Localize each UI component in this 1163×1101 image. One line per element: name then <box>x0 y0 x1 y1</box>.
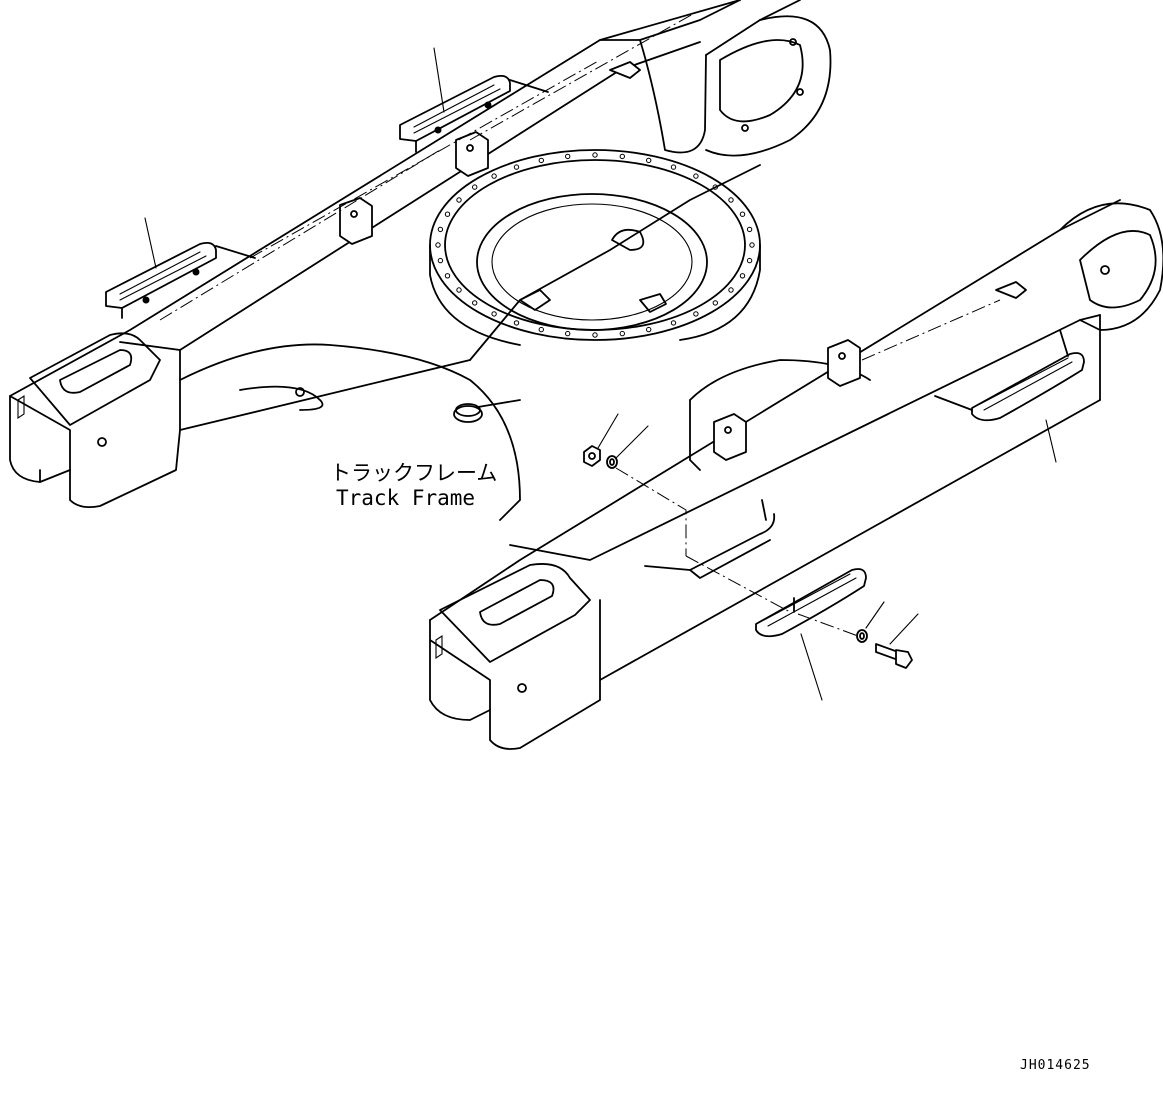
bolt-hole <box>670 320 677 326</box>
bolt-hole-pattern <box>435 152 755 338</box>
bolt-hole <box>749 242 755 248</box>
bolt-hole <box>565 153 571 160</box>
bolt-hole <box>538 326 544 333</box>
bolt-hole <box>693 311 699 317</box>
bolt-hole <box>437 226 444 233</box>
bolt-hole <box>437 257 444 264</box>
bolt-hole <box>513 164 520 170</box>
step-right <box>934 329 1085 422</box>
bolt-hole <box>472 184 478 190</box>
bolt-hole <box>491 173 497 179</box>
bolt-hole <box>728 197 734 203</box>
bolt-hole <box>693 173 699 179</box>
bolt-hole <box>712 300 718 306</box>
bolt-hole <box>712 184 718 190</box>
bolt-hole <box>472 300 478 306</box>
frame-brackets <box>339 61 1027 461</box>
swing-circle <box>429 149 761 346</box>
drawing-code: JH014625 <box>1020 1058 1091 1073</box>
bolt-hole <box>646 157 652 164</box>
bolt <box>875 643 913 669</box>
nut <box>583 445 601 467</box>
bolt-hole <box>444 273 451 279</box>
bolt-hole <box>670 164 677 170</box>
bolt-hole <box>728 287 734 293</box>
washer-lower <box>856 629 868 643</box>
bolt-hole <box>619 153 625 160</box>
bolt-hole <box>456 197 462 203</box>
bolt-hole <box>739 273 746 279</box>
bolt-hole <box>619 330 625 337</box>
washer-upper <box>606 455 618 469</box>
track-frame-label-jp: トラックフレーム <box>330 461 497 485</box>
bolt-hole <box>538 157 544 164</box>
assembly-center-lines <box>159 9 1001 637</box>
bolt-hole <box>435 242 441 248</box>
right-track-frame <box>429 199 1163 750</box>
left-track-frame <box>9 0 832 521</box>
step-mount-bracket <box>644 499 776 579</box>
bolt-hole <box>746 226 753 233</box>
bolt-hole <box>746 257 753 264</box>
bolt-hole <box>592 152 598 158</box>
step-exploded <box>755 568 867 638</box>
step-upper-left <box>105 241 256 319</box>
bolt-hole <box>513 320 520 326</box>
bolt-hole <box>456 287 462 293</box>
bolt-hole <box>739 211 746 217</box>
bolt-hole <box>592 332 598 338</box>
bolt-hole <box>646 326 652 333</box>
bolt-hole <box>491 311 497 317</box>
track-frame-label-en: Track Frame <box>336 486 475 510</box>
leader-lines <box>144 47 1057 701</box>
step-upper-center <box>399 74 549 153</box>
bolt-hole <box>565 330 571 337</box>
bolt-hole <box>444 211 451 217</box>
